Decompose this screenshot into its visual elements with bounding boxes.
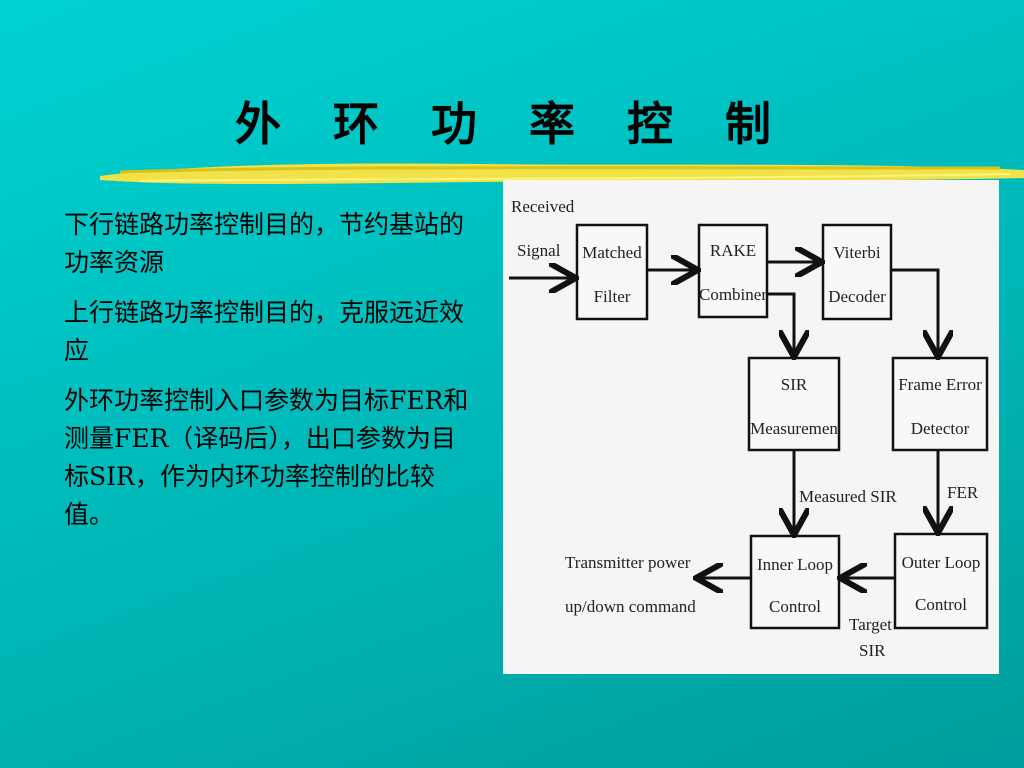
- frame-error-detector-block: Frame Error Detector: [891, 356, 989, 452]
- svg-text:Combiner: Combiner: [699, 285, 767, 304]
- svg-text:Filter: Filter: [594, 287, 631, 306]
- svg-text:Detector: Detector: [911, 419, 970, 438]
- svg-text:Inner Loop: Inner Loop: [757, 555, 833, 574]
- svg-text:Frame Error: Frame Error: [898, 375, 982, 394]
- svg-text:Decoder: Decoder: [828, 287, 886, 306]
- transmitter-power-label: up/down command: [565, 597, 696, 616]
- rake-to-sir-arrow: [767, 292, 794, 354]
- target-sir-label: Target: [849, 615, 892, 634]
- matched-filter-block: Matched Filter: [575, 223, 649, 321]
- outer-loop-control-block: Outer Loop Control: [893, 532, 989, 630]
- measured-sir-label: Measured SIR: [799, 487, 897, 506]
- svg-text:RAKE: RAKE: [710, 241, 756, 260]
- bullet-item: 外环功率控制入口参数为目标FER和测量FER（译码后），出口参数为目标SIR，作…: [64, 386, 469, 529]
- power-control-block-diagram: Received Signal Matched Filter RAKE Comb…: [503, 180, 999, 674]
- rake-combiner-block: RAKE Combiner: [697, 223, 769, 319]
- inner-loop-control-block: Inner Loop Control: [749, 534, 841, 630]
- transmitter-power-label: Transmitter power: [565, 553, 691, 572]
- svg-text:Matched: Matched: [582, 243, 642, 262]
- bullet-item: 下行链路功率控制目的，节约基站的功率资源: [64, 210, 465, 277]
- target-sir-label: SIR: [859, 641, 886, 660]
- fer-label: FER: [947, 483, 979, 502]
- bullet-item: 上行链路功率控制目的，克服远近效应: [64, 298, 465, 365]
- viterbi-decoder-block: Viterbi Decoder: [821, 223, 893, 321]
- svg-text:SIR: SIR: [781, 375, 808, 394]
- sir-measurement-block: SIR Measuremen: [747, 356, 841, 452]
- svg-text:Control: Control: [915, 595, 967, 614]
- svg-text:Outer Loop: Outer Loop: [902, 553, 981, 572]
- svg-text:Viterbi: Viterbi: [833, 243, 880, 262]
- bullet-list: 下行链路功率控制目的，节约基站的功率资源 上行链路功率控制目的，克服远近效应 外…: [64, 206, 474, 546]
- viterbi-to-fer-arrow: [891, 268, 938, 354]
- title-underline-brush: [100, 163, 1024, 184]
- svg-text:Control: Control: [769, 597, 821, 616]
- slide-title: 外 环 功 率 控 制: [234, 97, 790, 151]
- received-signal-label: Received: [511, 197, 575, 216]
- received-signal-label: Signal: [517, 241, 561, 260]
- svg-text:Measuremen: Measuremen: [750, 419, 838, 438]
